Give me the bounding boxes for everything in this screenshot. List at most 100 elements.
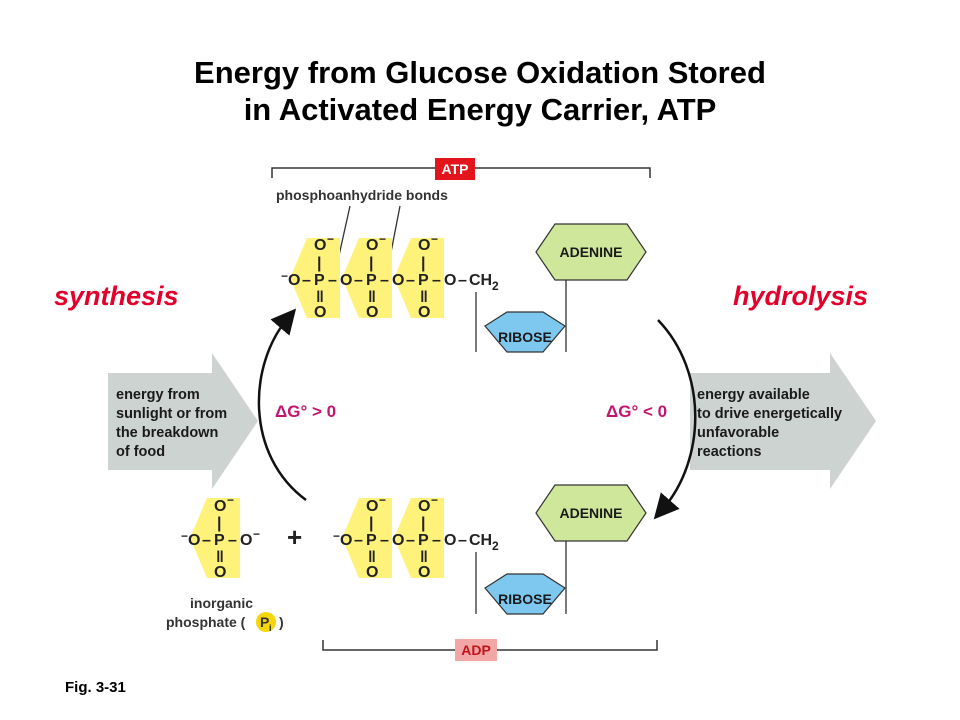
svg-text:–: – <box>432 532 441 549</box>
svg-text:O: O <box>240 532 252 549</box>
energy-input-line-4: of food <box>116 444 165 460</box>
svg-text:|: | <box>317 255 321 272</box>
svg-text:–: – <box>458 532 467 549</box>
svg-text:−: − <box>281 269 288 283</box>
delta-g-synthesis: ΔG° > 0 <box>275 402 336 421</box>
svg-text:O: O <box>444 532 456 549</box>
title-line-2: in Activated Energy Carrier, ATP <box>243 92 717 127</box>
svg-text:–: – <box>458 272 467 289</box>
svg-text:O: O <box>314 237 326 254</box>
delta-g-hydrolysis: ΔG° < 0 <box>606 402 667 421</box>
svg-text:–: – <box>354 532 363 549</box>
hydrolysis-curved-arrow <box>653 319 697 520</box>
atp-adenine-hexagon <box>535 223 647 281</box>
atp-phosphate-beta <box>342 238 392 318</box>
svg-text:O: O <box>366 304 378 321</box>
svg-text:O: O <box>418 564 430 581</box>
svg-text:O: O <box>314 304 326 321</box>
atp-badge <box>435 158 475 180</box>
adp-ribose-pentagon <box>484 573 566 615</box>
atp-adenine-label: ADENINE <box>559 244 622 260</box>
svg-text:‖: ‖ <box>368 549 376 566</box>
atp-phosphate-gamma <box>290 238 340 318</box>
svg-text:O: O <box>418 304 430 321</box>
energy-output-line-4: reactions <box>697 444 761 460</box>
diagram-title: Energy from Glucose Oxidation Stored in … <box>0 54 960 128</box>
svg-text:O: O <box>418 498 430 515</box>
svg-text:−: − <box>431 232 438 246</box>
svg-text:−: − <box>379 232 386 246</box>
svg-text:O: O <box>392 532 404 549</box>
svg-text:O: O <box>340 272 352 289</box>
svg-text:O: O <box>418 237 430 254</box>
svg-text:–: – <box>328 272 337 289</box>
svg-text:P: P <box>314 272 325 289</box>
energy-input-line-2: sunlight or from <box>116 406 227 422</box>
svg-text:–: – <box>380 532 389 549</box>
svg-text:P: P <box>366 532 377 549</box>
inorganic-label: inorganic <box>190 595 253 611</box>
svg-text:O: O <box>392 272 404 289</box>
energy-output-line-1: energy available <box>697 387 810 403</box>
svg-text:O: O <box>366 237 378 254</box>
svg-text:P: P <box>418 272 429 289</box>
energy-input-line-3: the breakdown <box>116 425 218 441</box>
atp-ribose-pentagon <box>484 311 566 353</box>
adp-chemical-chain: − O – P – O – P – O – CH 2 O − O − | | ‖… <box>333 493 499 581</box>
svg-text:|: | <box>369 255 373 272</box>
svg-text:−: − <box>333 529 340 543</box>
pi-close-paren: ) <box>279 614 284 630</box>
svg-text:‖: ‖ <box>316 289 324 306</box>
pi-symbol: P <box>260 614 269 630</box>
hydrolysis-label: hydrolysis <box>733 281 868 311</box>
svg-text:–: – <box>202 532 211 549</box>
svg-text:O: O <box>188 532 200 549</box>
svg-text:O: O <box>214 564 226 581</box>
svg-text:–: – <box>354 272 363 289</box>
atp-chemical-chain: − O – P – O – P – O – P – O – CH 2 O − O… <box>281 232 499 321</box>
synthesis-curved-arrow <box>257 308 307 502</box>
atp-phosphate-alpha <box>394 238 444 318</box>
svg-text:|: | <box>421 255 425 272</box>
svg-text:CH: CH <box>469 532 492 549</box>
svg-text:O: O <box>366 498 378 515</box>
svg-text:−: − <box>253 527 260 541</box>
svg-text:O: O <box>444 272 456 289</box>
energy-output-line-2: to drive energetically <box>697 406 842 422</box>
energy-input-arrow <box>108 353 258 489</box>
pi-symbol-subscript: i <box>269 623 272 633</box>
adp-adenine-hexagon <box>535 484 647 542</box>
svg-text:–: – <box>380 272 389 289</box>
svg-text:‖: ‖ <box>420 549 428 566</box>
adp-phosphate-beta <box>342 498 392 578</box>
synthesis-label: synthesis <box>54 281 179 311</box>
energy-output-arrow <box>690 353 876 489</box>
svg-text:O: O <box>340 532 352 549</box>
svg-text:–: – <box>228 532 237 549</box>
phosphoanhydride-bonds-label: phosphoanhydride bonds <box>276 187 448 203</box>
svg-text:–: – <box>406 272 415 289</box>
adp-badge <box>455 639 497 661</box>
energy-input-line-1: energy from <box>116 387 200 403</box>
svg-text:|: | <box>217 515 221 532</box>
svg-text:–: – <box>432 272 441 289</box>
adp-phosphate-alpha <box>394 498 444 578</box>
svg-text:O: O <box>366 564 378 581</box>
svg-text:‖: ‖ <box>368 289 376 306</box>
svg-text:−: − <box>181 529 188 543</box>
atp-ribose-label: RIBOSE <box>498 329 552 345</box>
svg-text:|: | <box>421 515 425 532</box>
svg-text:CH: CH <box>469 272 492 289</box>
svg-text:P: P <box>418 532 429 549</box>
svg-text:–: – <box>302 272 311 289</box>
adp-ribose-label: RIBOSE <box>498 591 552 607</box>
adp-badge-label: ADP <box>461 642 491 658</box>
svg-text:P: P <box>366 272 377 289</box>
svg-text:|: | <box>369 515 373 532</box>
svg-text:P: P <box>214 532 225 549</box>
title-line-1: Energy from Glucose Oxidation Stored <box>194 55 766 90</box>
adp-adenine-label: ADENINE <box>559 505 622 521</box>
svg-text:2: 2 <box>492 279 499 293</box>
figure-label: Fig. 3-31 <box>65 679 126 696</box>
